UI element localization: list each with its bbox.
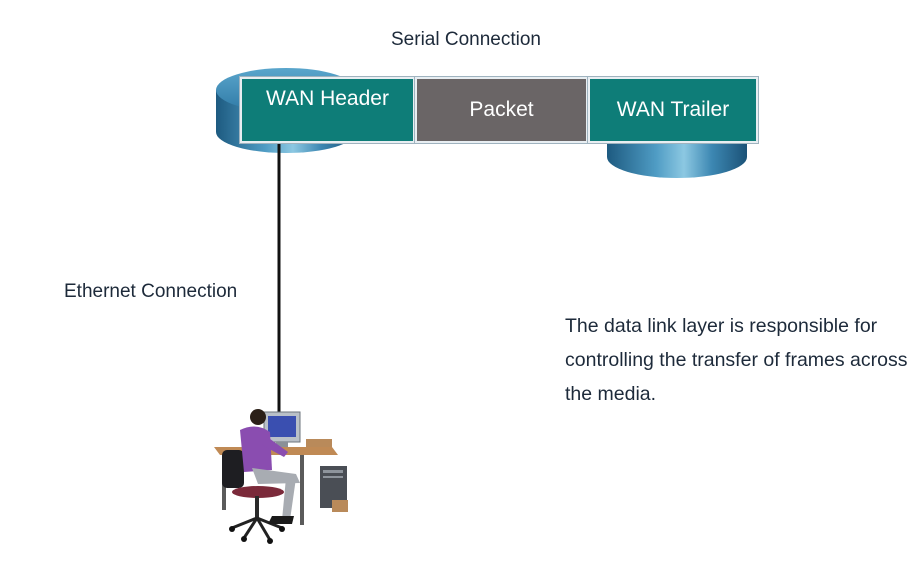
user-workstation-icon bbox=[214, 409, 348, 544]
packet-label: Packet bbox=[469, 98, 534, 121]
description-text: The data link layer is responsible for c… bbox=[565, 315, 908, 405]
wan-trailer-label: WAN Trailer bbox=[616, 98, 730, 121]
wan-header-label: WAN Header bbox=[266, 87, 389, 110]
wan-header-segment: WAN Header bbox=[240, 77, 415, 143]
packet-segment: Packet bbox=[415, 77, 588, 143]
ethernet-connection-label: Ethernet Connection bbox=[64, 281, 238, 302]
wan-trailer-segment: WAN Trailer bbox=[588, 77, 758, 143]
serial-connection-label: Serial Connection bbox=[391, 29, 541, 50]
